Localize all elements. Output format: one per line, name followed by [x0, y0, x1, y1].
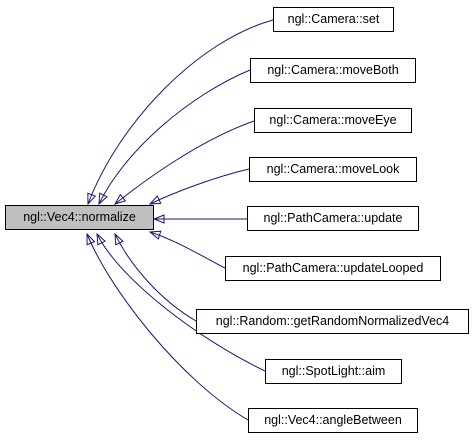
call-edge-2	[98, 69, 251, 205]
call-edge-6	[149, 231, 226, 269]
caller-node-vec4-anglebetween[interactable]: ngl::Vec4::angleBetween	[248, 408, 418, 433]
call-edge-arrowhead-2	[98, 192, 108, 206]
call-edge-arrowhead-4	[148, 195, 162, 205]
call-edge-arrowhead-9	[86, 232, 96, 246]
caller-node-pathcamera-updatelooped[interactable]: ngl::PathCamera::updateLooped	[225, 256, 441, 281]
call-edge-8	[96, 233, 266, 372]
call-edge-arrowhead-6	[148, 230, 162, 240]
call-edge-arrowhead-7	[114, 232, 124, 246]
caller-node-camera-moveboth[interactable]: ngl::Camera::moveBoth	[250, 58, 416, 83]
caller-node-camera-moveeye[interactable]: ngl::Camera::moveEye	[254, 108, 412, 133]
call-edge-1	[87, 19, 274, 205]
caller-node-camera-movelook[interactable]: ngl::Camera::moveLook	[249, 157, 417, 182]
call-edge-arrowhead-3	[113, 193, 127, 205]
caller-node-camera-set[interactable]: ngl::Camera::set	[273, 7, 394, 32]
caller-node-random-getrandomnormalizedvec4[interactable]: ngl::Random::getRandomNormalizedVec4	[196, 309, 469, 334]
call-edge-3	[114, 120, 255, 205]
call-edge-4	[149, 168, 250, 205]
call-edge-7	[114, 233, 197, 322]
root-node-vec4-normalize[interactable]: ngl::Vec4::normalize	[5, 205, 154, 230]
call-edge-arrowhead-8	[96, 232, 106, 246]
call-edge-arrowhead-1	[87, 192, 97, 206]
caller-node-pathcamera-update[interactable]: ngl::PathCamera::update	[247, 206, 419, 231]
call-edge-arrowhead-5	[152, 214, 165, 224]
caller-node-spotlight-aim[interactable]: ngl::SpotLight::aim	[265, 359, 402, 384]
call-edge-9	[86, 233, 249, 421]
